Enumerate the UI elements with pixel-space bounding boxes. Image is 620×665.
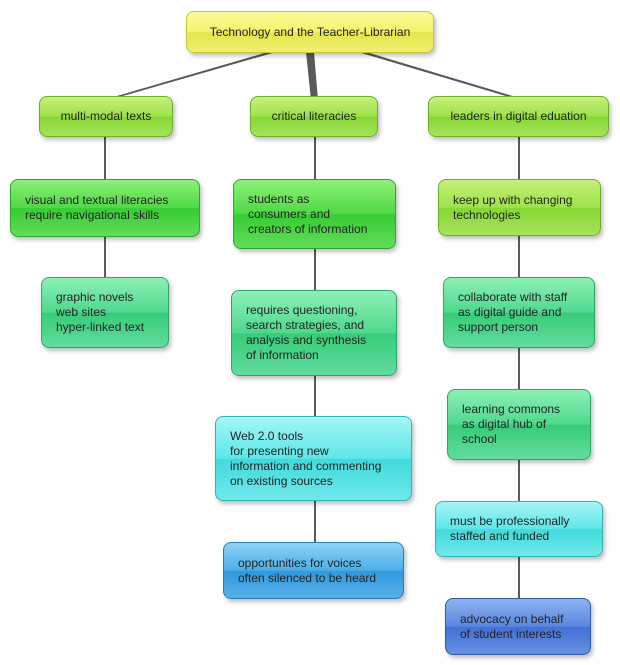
connector-root-branch1 — [103, 52, 276, 100]
node-students-as-consumers[interactable]: students as consumers and creators of in… — [233, 179, 396, 249]
node-visual-textual-literacies[interactable]: visual and textual literacies require na… — [10, 179, 200, 237]
connector-root-branch2 — [306, 52, 318, 100]
branch-leaders-digital-education[interactable]: leaders in digital eduation — [428, 96, 609, 137]
node-collaborate-with-staff[interactable]: collaborate with staff as digital guide … — [443, 277, 595, 348]
node-graphic-novels[interactable]: graphic novels web sites hyper-linked te… — [41, 277, 169, 348]
root-node[interactable]: Technology and the Teacher-Librarian — [186, 11, 434, 53]
branch-multi-modal-texts[interactable]: multi-modal texts — [39, 96, 173, 137]
node-advocacy-student-interests[interactable]: advocacy on behalf of student interests — [445, 598, 591, 655]
branch-critical-literacies[interactable]: critical literacies — [250, 96, 378, 137]
node-requires-questioning[interactable]: requires questioning, search strategies,… — [231, 290, 397, 376]
node-professionally-staffed[interactable]: must be professionally staffed and funde… — [435, 501, 603, 557]
node-learning-commons[interactable]: learning commons as digital hub of schoo… — [447, 389, 591, 460]
node-keep-up-with-technologies[interactable]: keep up with changing technologies — [438, 179, 601, 236]
node-opportunities-for-voices[interactable]: opportunities for voices often silenced … — [223, 542, 404, 599]
node-web-2-tools[interactable]: Web 2.0 tools for presenting new informa… — [215, 416, 412, 501]
connector-root-branch3 — [358, 52, 526, 100]
